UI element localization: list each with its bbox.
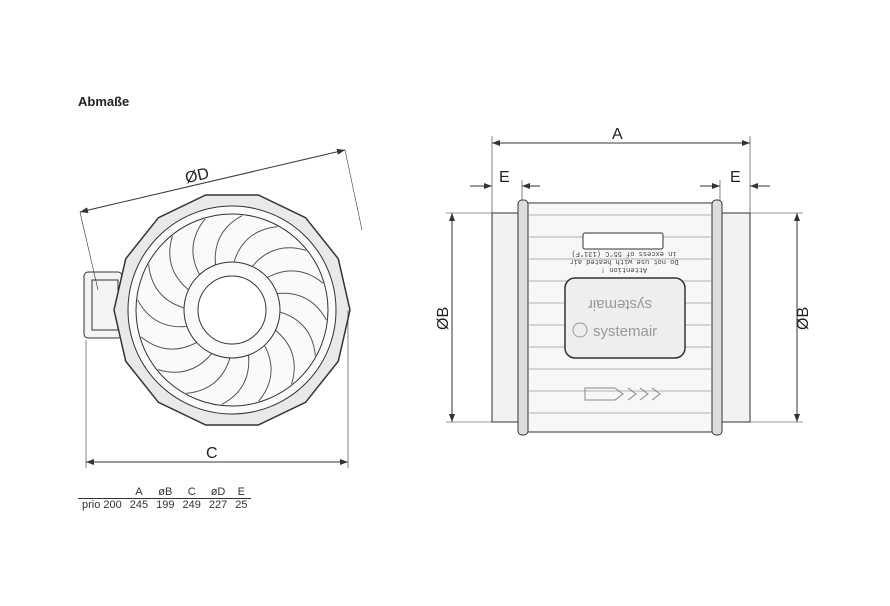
dim-D-label: ØD <box>184 165 211 187</box>
col-header: øB <box>152 486 179 499</box>
dimensions-table: A øB C øD E prio 200 245 199 249 227 25 <box>78 486 252 511</box>
dim-E-right-label: E <box>730 169 741 186</box>
cell: 25 <box>235 499 248 511</box>
col-header: E <box>231 486 252 499</box>
fan-side-view <box>79 148 363 468</box>
cell: prio 200 <box>82 499 122 511</box>
col-header <box>78 486 126 499</box>
dim-E-left-label: E <box>499 169 510 186</box>
col-header: C <box>178 486 205 499</box>
dim-C-label: C <box>206 445 218 462</box>
col-header: A <box>125 486 153 499</box>
dim-B-right-label: ØB <box>795 307 812 330</box>
brand-logo: systemair <box>593 323 657 340</box>
warning-text: Do not use with heated air <box>569 257 678 265</box>
brand-logo-upside-down: systemair <box>588 296 652 313</box>
airflow-arrows <box>584 387 661 401</box>
dim-D-line <box>79 148 346 214</box>
dim-A-label: A <box>612 126 623 143</box>
cell: 227 <box>208 499 228 511</box>
col-header: øD <box>204 486 232 499</box>
table-row: prio 200 245 199 249 227 25 <box>78 499 251 511</box>
brand-fan-icon <box>572 322 588 338</box>
section-title: Abmaße <box>78 94 130 109</box>
warning-text: Attention ! <box>601 265 647 273</box>
cell: 245 <box>129 499 149 511</box>
dim-B-left-label: ØB <box>435 307 452 330</box>
cell: 199 <box>156 499 175 511</box>
warning-text: in excess of 55°C (131°F) <box>571 249 676 258</box>
fan-hub <box>197 275 267 345</box>
cell: 249 <box>182 499 201 511</box>
terminal-box <box>564 277 686 359</box>
fan-front-view <box>446 136 803 436</box>
